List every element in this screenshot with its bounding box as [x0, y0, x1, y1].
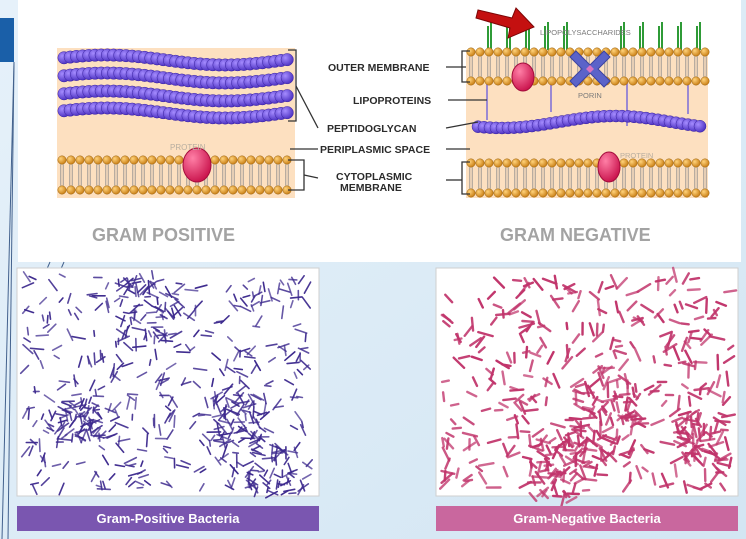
porin-label: PORIN [578, 91, 602, 100]
lipopolysaccharides-icon [487, 22, 701, 50]
cytoplasmic-membrane-label-line2: MEMBRANE [340, 182, 402, 194]
gram-negative-wall: PORIN PROTEIN LIPOPOLYSACCHARIDES [466, 7, 710, 198]
red-arrow-icon [475, 7, 535, 39]
slide-accent-bar [0, 18, 14, 62]
porin-icon [569, 50, 611, 88]
lipopolysaccharides-label: LIPOPOLYSACCHARIDES [540, 28, 631, 37]
gram-negative-rods [439, 266, 738, 508]
cytoplasmic-membrane-label-line1: CYTOPLASMIC [336, 171, 413, 183]
gram-negative-peptidoglycan [471, 109, 707, 135]
gram-positive-wall: PROTEIN [57, 48, 295, 198]
gram-positive-caption: Gram-Positive Bacteria [17, 506, 319, 531]
outer-membrane-label: OUTER MEMBRANE [328, 62, 430, 74]
label-brackets [288, 49, 487, 195]
wall-labels: OUTER MEMBRANE LIPOPROTEINS PEPTIDOGLYCA… [320, 62, 431, 194]
gram-positive-cytoplasmic-membrane [57, 155, 292, 195]
gram-negative-heading: GRAM NEGATIVE [500, 225, 651, 245]
protein-left-icon [182, 147, 212, 183]
lipoproteins-label: LIPOPROTEINS [353, 95, 431, 107]
protein-right-icon [597, 151, 621, 183]
peptidoglycan-label: PEPTIDOGLYCAN [327, 123, 416, 135]
outer-membrane-protein-icon [511, 62, 535, 92]
gram-positive-peptidoglycan-layers [57, 48, 294, 125]
gram-positive-heading: GRAM POSITIVE [92, 225, 235, 245]
protein-left-label: PROTEIN [170, 143, 206, 152]
gram-positive-rods [19, 269, 314, 499]
periplasmic-space-label: PERIPLASMIC SPACE [320, 144, 430, 156]
gram-negative-caption: Gram-Negative Bacteria [436, 506, 738, 531]
protein-right-label: PROTEIN [620, 151, 653, 160]
